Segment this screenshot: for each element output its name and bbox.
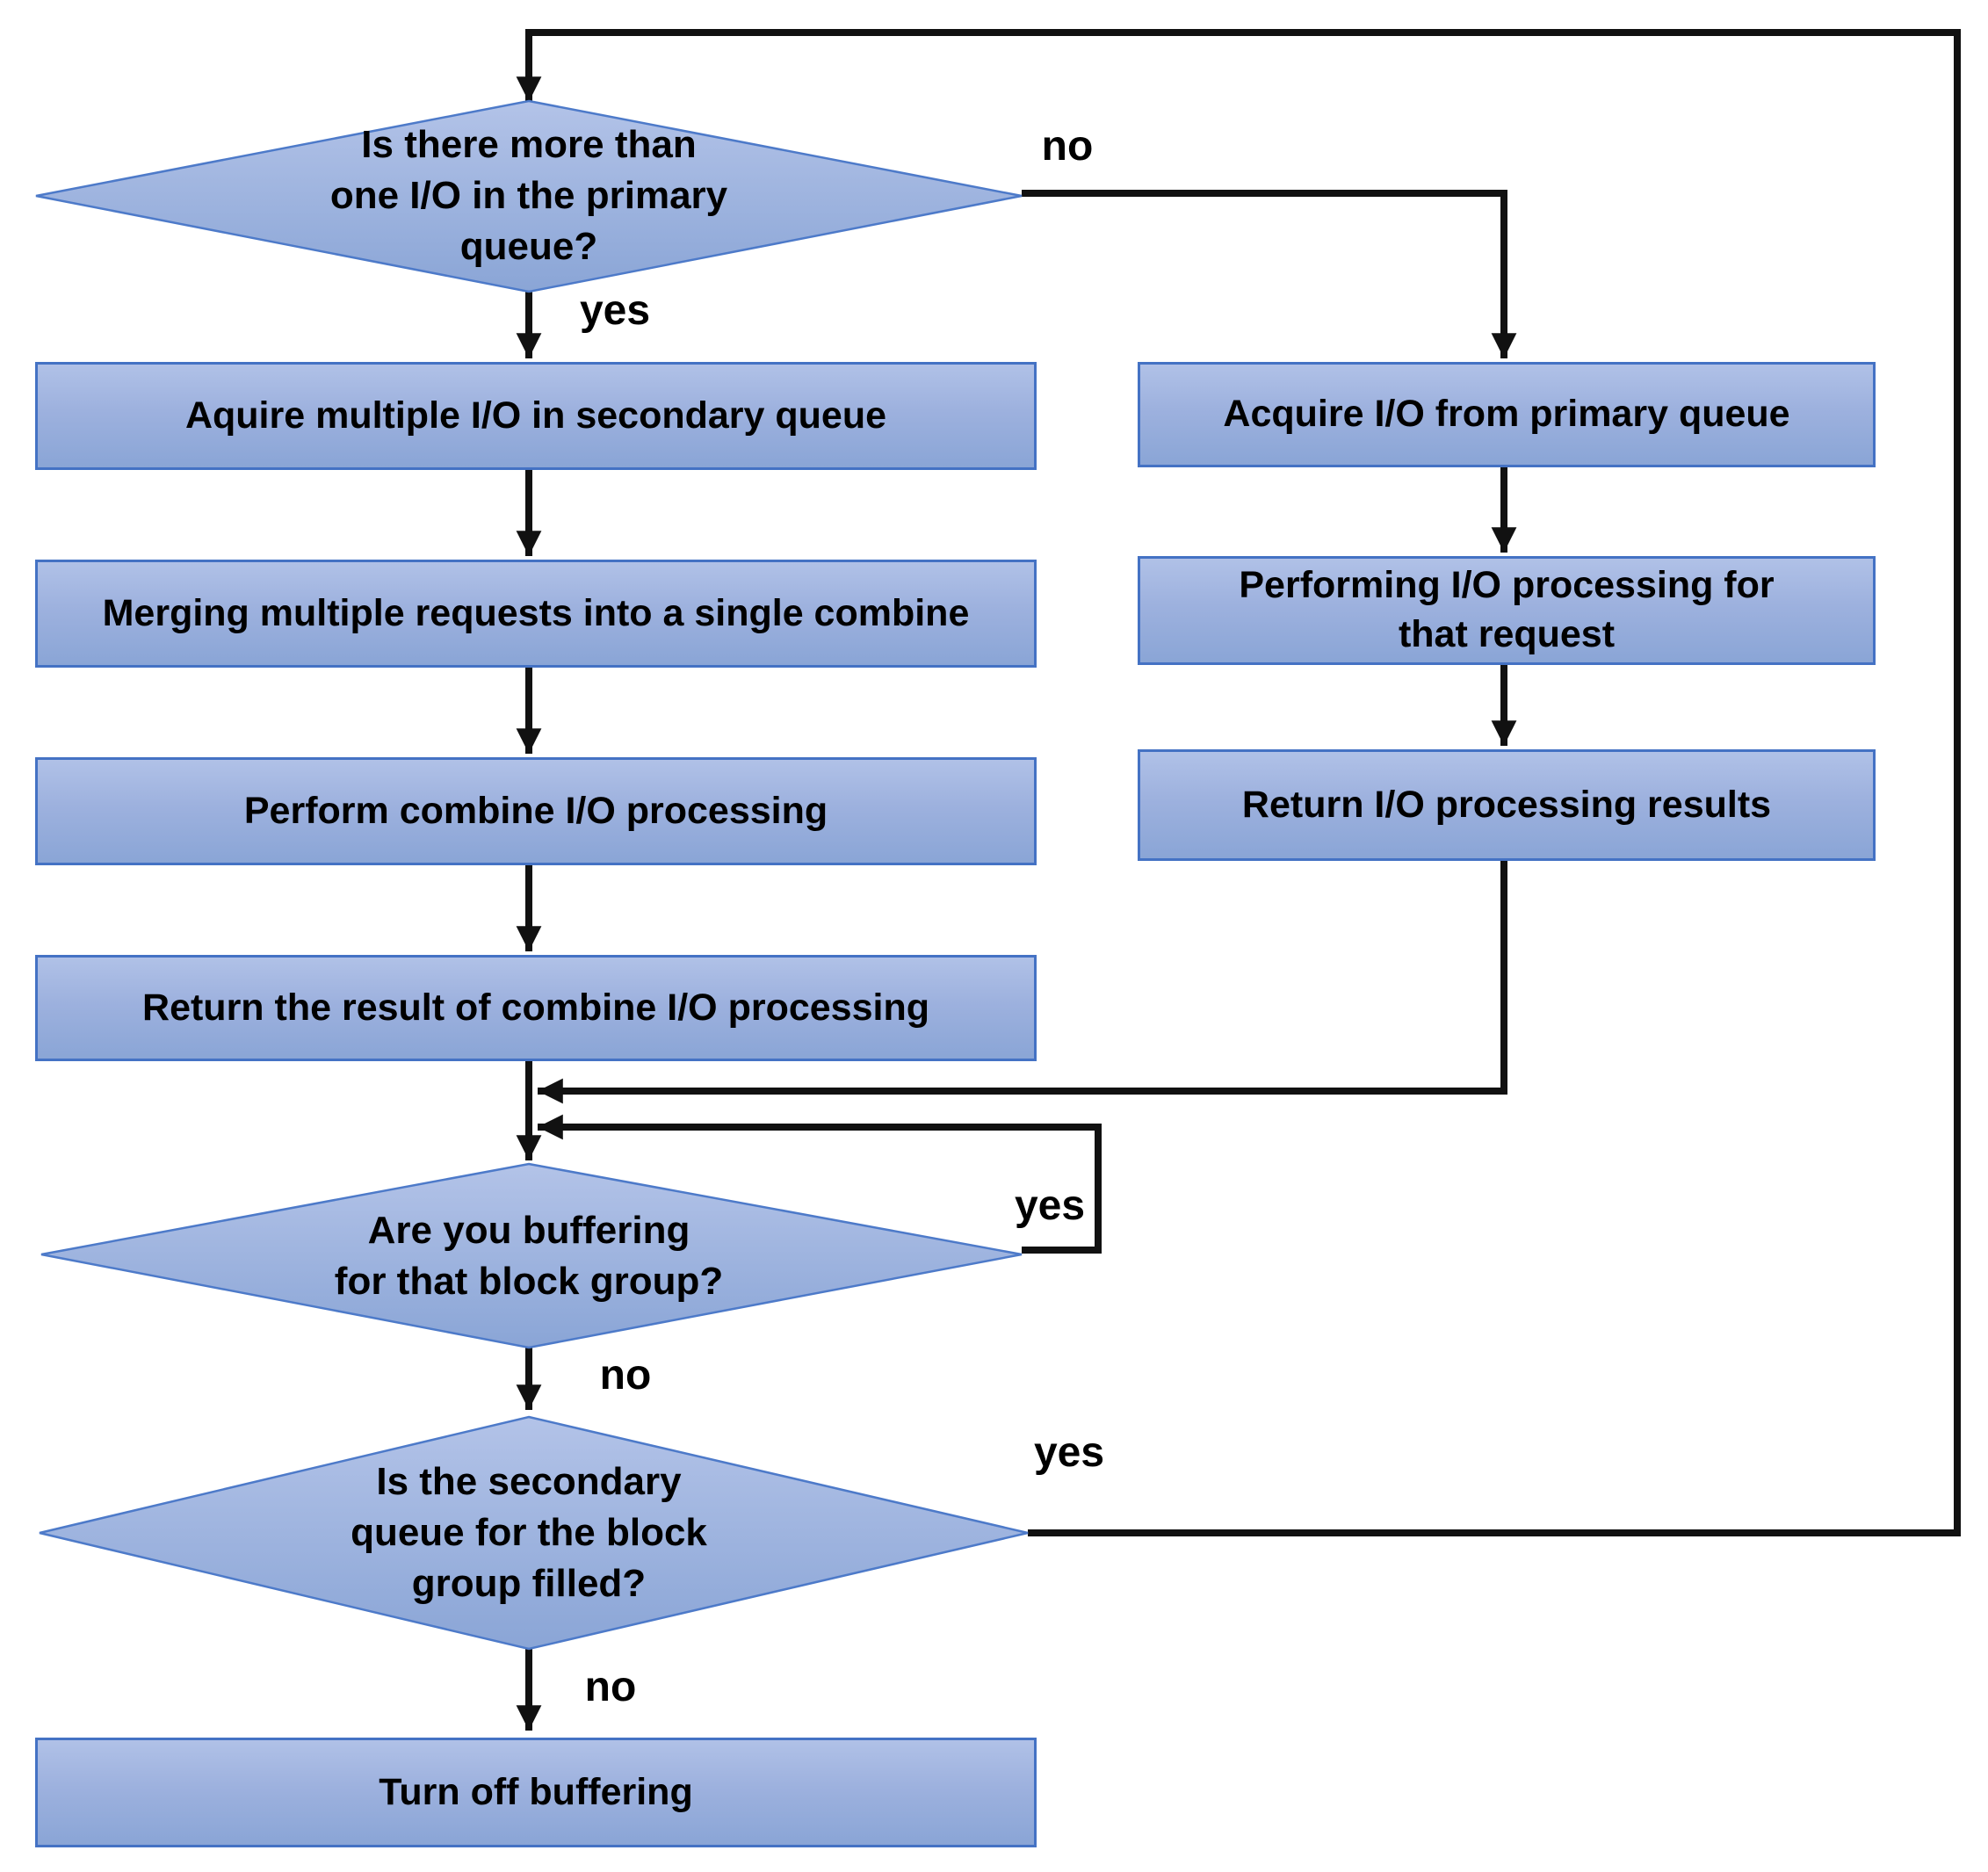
process-merging-multiple-requests: Merging multiple requests into a single … [35, 560, 1037, 668]
edge-label-d1-no: no [1041, 122, 1094, 170]
decision-d2-shape [40, 1162, 1023, 1349]
edge-b7-merge-into-main [538, 861, 1507, 1104]
process-perform-combine-io: Perform combine I/O processing [35, 757, 1037, 865]
edge-label-d2-no: no [599, 1351, 652, 1399]
process-aquire-multiple-io-secondary-queue: Aquire multiple I/O in secondary queue [35, 362, 1037, 470]
decision-d3-shape [39, 1415, 1029, 1651]
process-return-io-processing-results: Return I/O processing results [1138, 749, 1876, 861]
process-performing-io-for-request: Performing I/O processing for that reque… [1138, 556, 1876, 665]
edge-d3-yes-feedback-to-d1 [516, 29, 1961, 1536]
process-return-combine-io-result: Return the result of combine I/O process… [35, 955, 1037, 1061]
edge-d1-no-to-b5 [1022, 190, 1517, 358]
edge-d2-yes-selfloop [538, 1114, 1102, 1254]
edge-label-d1-yes: yes [579, 286, 651, 334]
process-acquire-io-primary-queue: Acquire I/O from primary queue [1138, 362, 1876, 467]
decision-d1-shape [35, 99, 1023, 293]
edge-label-d3-yes: yes [1033, 1428, 1105, 1476]
edge-label-d2-yes: yes [1014, 1182, 1086, 1229]
edge-label-d3-no: no [584, 1663, 637, 1710]
process-turn-off-buffering: Turn off buffering [35, 1738, 1037, 1847]
